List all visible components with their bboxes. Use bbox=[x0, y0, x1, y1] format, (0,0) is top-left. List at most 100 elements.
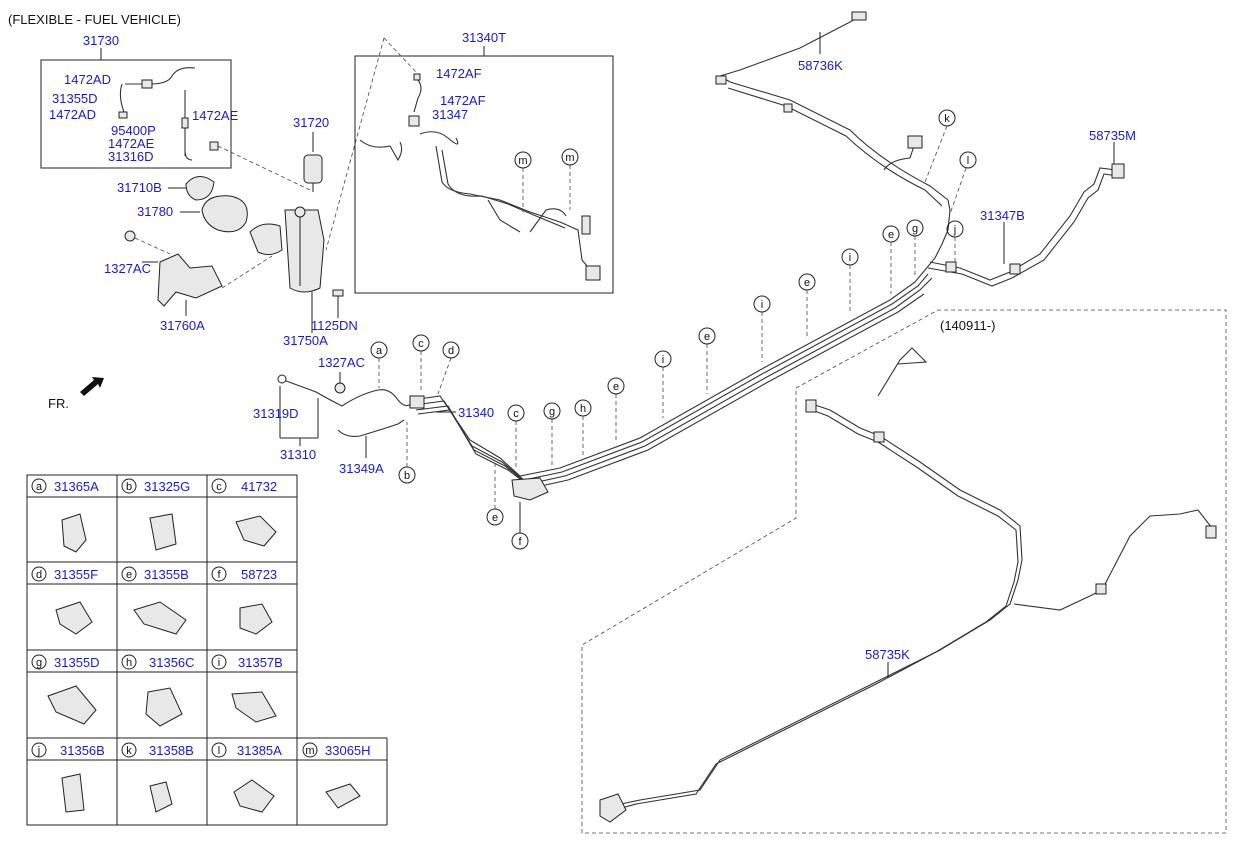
callout-1327AC[interactable]: 1327AC bbox=[318, 355, 365, 370]
clip-marker-e-label: e bbox=[492, 512, 498, 524]
legend-item-f: f 58723 bbox=[211, 566, 277, 635]
callout-58735M[interactable]: 58735M bbox=[1089, 128, 1136, 143]
clip-marker-e-label: e bbox=[888, 229, 894, 241]
svg-text:a: a bbox=[36, 481, 43, 493]
legend-item-h: h 31356C bbox=[121, 654, 195, 727]
legend-item-k: k 31358B bbox=[121, 742, 194, 813]
callout-31355D[interactable]: 31355D bbox=[52, 91, 98, 106]
callout-31730[interactable]: 31730 bbox=[83, 33, 119, 48]
legend-part-31357B[interactable]: 31357B bbox=[238, 655, 283, 670]
callout-31319D[interactable]: 31319D bbox=[253, 406, 299, 421]
clip-marker-b-label: b bbox=[404, 470, 410, 482]
dashed-leader bbox=[949, 167, 967, 215]
clip-marker-i-label: i bbox=[761, 299, 763, 311]
callout-31349A[interactable]: 31349A bbox=[339, 461, 384, 476]
clip-marker-c-label: c bbox=[513, 408, 519, 420]
legend-part-31325G[interactable]: 31325G bbox=[144, 479, 190, 494]
svg-text:l: l bbox=[218, 745, 220, 757]
fuel-door-31780 bbox=[201, 195, 248, 233]
nut-1327AC bbox=[124, 230, 136, 242]
legend-part-31355F[interactable]: 31355F bbox=[54, 567, 98, 582]
legend-item-i: i 31357B bbox=[211, 654, 283, 723]
clip-marker-m-label: m bbox=[565, 152, 574, 164]
callout-1472AD[interactable]: 1472AD bbox=[49, 107, 96, 122]
callout-1472AF[interactable]: 1472AF bbox=[440, 93, 486, 108]
legend-part-31385A[interactable]: 31385A bbox=[237, 743, 282, 758]
legend-part-58723[interactable]: 58723 bbox=[241, 567, 277, 582]
clip-marker-i-label: i bbox=[849, 252, 851, 264]
callout-95400P[interactable]: 95400P bbox=[111, 123, 156, 138]
svg-text:i: i bbox=[218, 657, 220, 669]
fuel-tube-31310 bbox=[277, 374, 415, 437]
clip-marker-e-label: e bbox=[613, 381, 619, 393]
fuel-line-58736K bbox=[715, 11, 949, 207]
legend-item-a: a 31365A bbox=[31, 478, 99, 553]
legend-item-e: e 31355B bbox=[121, 566, 189, 635]
clip-marker-g-label: g bbox=[549, 406, 555, 418]
legend-item-m: m 33065H bbox=[302, 742, 371, 809]
clip-marker-h-label: h bbox=[580, 403, 586, 415]
legend-part-33065H[interactable]: 33065H bbox=[325, 743, 371, 758]
svg-text:k: k bbox=[126, 745, 132, 757]
legend-part-31355D[interactable]: 31355D bbox=[54, 655, 100, 670]
legend-part-31356C[interactable]: 31356C bbox=[149, 655, 195, 670]
clip-marker-f-label: f bbox=[518, 536, 522, 548]
legend-part-41732[interactable]: 41732 bbox=[241, 479, 277, 494]
callout-1472AF[interactable]: 1472AF bbox=[436, 66, 482, 81]
svg-text:e: e bbox=[126, 569, 132, 581]
callout-31710B[interactable]: 31710B bbox=[117, 180, 162, 195]
callout-1327AC[interactable]: 1327AC bbox=[104, 261, 151, 276]
callout-31750A[interactable]: 31750A bbox=[283, 333, 328, 348]
dashed-leader bbox=[924, 125, 948, 183]
dashed-leader bbox=[437, 357, 452, 395]
legend-part-31358B[interactable]: 31358B bbox=[149, 743, 194, 758]
legend-item-g: g 31355D bbox=[31, 654, 100, 725]
front-direction-label: FR. bbox=[48, 396, 69, 411]
callout-31720[interactable]: 31720 bbox=[293, 115, 329, 130]
legend-part-31365A[interactable]: 31365A bbox=[54, 479, 99, 494]
svg-text:m: m bbox=[305, 745, 314, 757]
bracket-31760A bbox=[157, 253, 223, 307]
filter-31720 bbox=[303, 154, 323, 192]
clip-marker-j-label: j bbox=[953, 224, 956, 236]
dashed-leader bbox=[221, 255, 273, 289]
clip-marker-m-label: m bbox=[518, 155, 527, 167]
nut-1327AC bbox=[334, 382, 346, 394]
svg-text:j: j bbox=[37, 745, 40, 757]
callout-31347[interactable]: 31347 bbox=[432, 107, 468, 122]
clip-marker-l-label: l bbox=[967, 155, 969, 167]
callout-58735K[interactable]: 58735K bbox=[865, 647, 910, 662]
box-31340T bbox=[354, 55, 614, 294]
callout-31316D[interactable]: 31316D bbox=[108, 149, 154, 164]
clip-marker-g-label: g bbox=[912, 223, 918, 235]
callout-31347B[interactable]: 31347B bbox=[980, 208, 1025, 223]
callout-31310[interactable]: 31310 bbox=[280, 447, 316, 462]
callout-1472AD[interactable]: 1472AD bbox=[64, 72, 111, 87]
clip-marker-d-label: d bbox=[448, 345, 454, 357]
callout-1472AE[interactable]: 1472AE bbox=[192, 108, 239, 123]
revision-region bbox=[581, 309, 1227, 834]
legend-item-j: j 31356B bbox=[31, 742, 105, 813]
fuel-line-bundle-31340 bbox=[409, 199, 951, 501]
callout-1472AE[interactable]: 1472AE bbox=[108, 136, 155, 151]
legend-part-31356B[interactable]: 31356B bbox=[60, 743, 105, 758]
svg-text:c: c bbox=[216, 481, 222, 493]
callout-31340T[interactable]: 31340T bbox=[462, 30, 506, 45]
callout-58736K[interactable]: 58736K bbox=[798, 58, 843, 73]
callout-1125DN[interactable]: 1125DN bbox=[311, 318, 358, 333]
diagram-title: (FLEXIBLE - FUEL VEHICLE) bbox=[8, 12, 181, 27]
dashed-leader bbox=[134, 237, 171, 255]
svg-text:b: b bbox=[126, 481, 132, 493]
clip-marker-k-label: k bbox=[944, 113, 950, 125]
callout-31760A[interactable]: 31760A bbox=[160, 318, 205, 333]
callout-31340[interactable]: 31340 bbox=[458, 405, 494, 420]
hose-assembly-31730 bbox=[118, 67, 219, 161]
legend-part-31355B[interactable]: 31355B bbox=[144, 567, 189, 582]
svg-text:d: d bbox=[36, 569, 42, 581]
clip-marker-a-label: a bbox=[376, 345, 383, 357]
front-arrow-icon bbox=[80, 377, 104, 396]
callout-31780[interactable]: 31780 bbox=[137, 204, 173, 219]
svg-text:h: h bbox=[126, 657, 132, 669]
fuel-line-58735K bbox=[599, 347, 1217, 823]
